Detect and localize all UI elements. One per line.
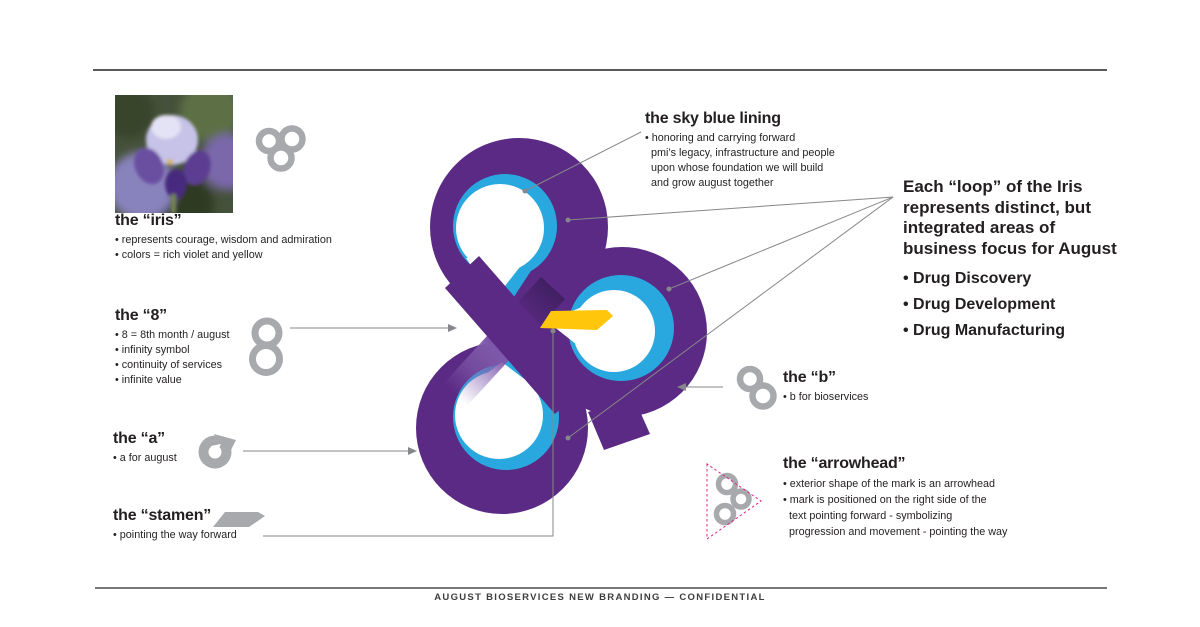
arrowhead-title: the “arrowhead” bbox=[783, 455, 906, 472]
loops-bullet-drug-manufacturing: • Drug Manufacturing bbox=[903, 322, 1066, 339]
iris-section: the “iris” • represents courage, wisdom … bbox=[115, 211, 332, 263]
loop-callout-line-3 bbox=[567, 196, 894, 439]
callout-markers bbox=[408, 188, 686, 455]
arrowhead-dotted-triangle bbox=[706, 463, 762, 540]
stamen-section: the “stamen” • pointing the way forward bbox=[113, 506, 237, 543]
stamen-callout-line bbox=[263, 332, 554, 537]
loops-section: Each “loop” of the Iris represents disti… bbox=[903, 177, 1117, 344]
loop-callout-line-2 bbox=[668, 196, 894, 290]
arrowhead-line: • exterior shape of the mark is an arrow… bbox=[783, 478, 996, 490]
eight-bullet: • infinity symbol bbox=[115, 344, 190, 356]
glyph-marks bbox=[249, 125, 777, 526]
eight-section: the “8” • 8 = 8th month / august • infin… bbox=[115, 306, 230, 388]
eight-mark-icon bbox=[249, 317, 283, 376]
a-section: the “a” • a for august bbox=[113, 429, 177, 466]
eight-title: the “8” bbox=[115, 307, 167, 324]
a-arrowhead bbox=[408, 447, 417, 455]
sky-lining-title: the sky blue lining bbox=[645, 110, 781, 127]
arrowhead-line: text pointing forward - symbolizing bbox=[789, 510, 953, 522]
sky-lining-line: pmi’s legacy, infrastructure and people bbox=[651, 147, 835, 159]
loop-callout-line-1 bbox=[567, 196, 894, 221]
eight-bullet: • continuity of services bbox=[115, 359, 222, 371]
sky-lining-line: upon whose foundation we will build bbox=[651, 162, 824, 174]
loops-bullet-drug-development: • Drug Development bbox=[903, 296, 1056, 313]
eight-arrowhead bbox=[448, 324, 457, 332]
b-title: the “b” bbox=[783, 369, 836, 386]
iris-photo bbox=[115, 95, 233, 213]
logo-tab bbox=[588, 398, 650, 450]
iris-bullet: • represents courage, wisdom and admirat… bbox=[115, 234, 332, 246]
b-section: the “b” • b for bioservices bbox=[783, 368, 868, 405]
b-bullet: • b for bioservices bbox=[783, 391, 869, 403]
loops-text-line: business focus for August bbox=[903, 238, 1117, 258]
eight-bullet: • infinite value bbox=[115, 374, 182, 386]
stamen-bullet: • pointing the way forward bbox=[113, 529, 237, 541]
stamen-title: the “stamen” bbox=[113, 507, 212, 524]
iris-bullet: • colors = rich violet and yellow bbox=[115, 249, 263, 261]
loops-text-line: represents distinct, but bbox=[903, 197, 1091, 217]
b-arrowhead bbox=[677, 383, 686, 391]
a-mark-icon bbox=[198, 434, 236, 469]
sky-lining-section: the sky blue lining • honoring and carry… bbox=[645, 109, 835, 191]
stamen-shape bbox=[540, 310, 613, 330]
arrowhead-line: • mark is positioned on the right side o… bbox=[783, 494, 987, 506]
loops-text-line: Each “loop” of the Iris bbox=[903, 177, 1083, 196]
loops-bullet-drug-discovery: • Drug Discovery bbox=[903, 270, 1032, 287]
stamen-mark-icon bbox=[213, 512, 265, 527]
august-logo-mark bbox=[416, 138, 707, 514]
a-title: the “a” bbox=[113, 430, 165, 447]
b-mark-icon bbox=[736, 365, 777, 410]
iris-title: the “iris” bbox=[115, 212, 182, 229]
arrowhead-line: progression and movement - pointing the … bbox=[789, 526, 1008, 538]
callout-lines bbox=[243, 131, 894, 537]
eight-bullet: • 8 = 8th month / august bbox=[115, 329, 230, 341]
footer-confidential-label: AUGUST BIOSERVICES NEW BRANDING — CONFID… bbox=[434, 592, 766, 603]
a-bullet: • a for august bbox=[113, 452, 177, 464]
sky-lining-line: • honoring and carrying forward bbox=[645, 132, 796, 144]
loops-text-line: integrated areas of bbox=[903, 218, 1056, 237]
sky-lining-callout-line bbox=[524, 131, 642, 192]
arrowhead-mark-icon bbox=[713, 472, 752, 526]
sky-lining-line: and grow august together bbox=[651, 177, 774, 189]
iris-mark-icon bbox=[255, 125, 306, 172]
arrowhead-section: the “arrowhead” • exterior shape of the … bbox=[783, 454, 1007, 540]
